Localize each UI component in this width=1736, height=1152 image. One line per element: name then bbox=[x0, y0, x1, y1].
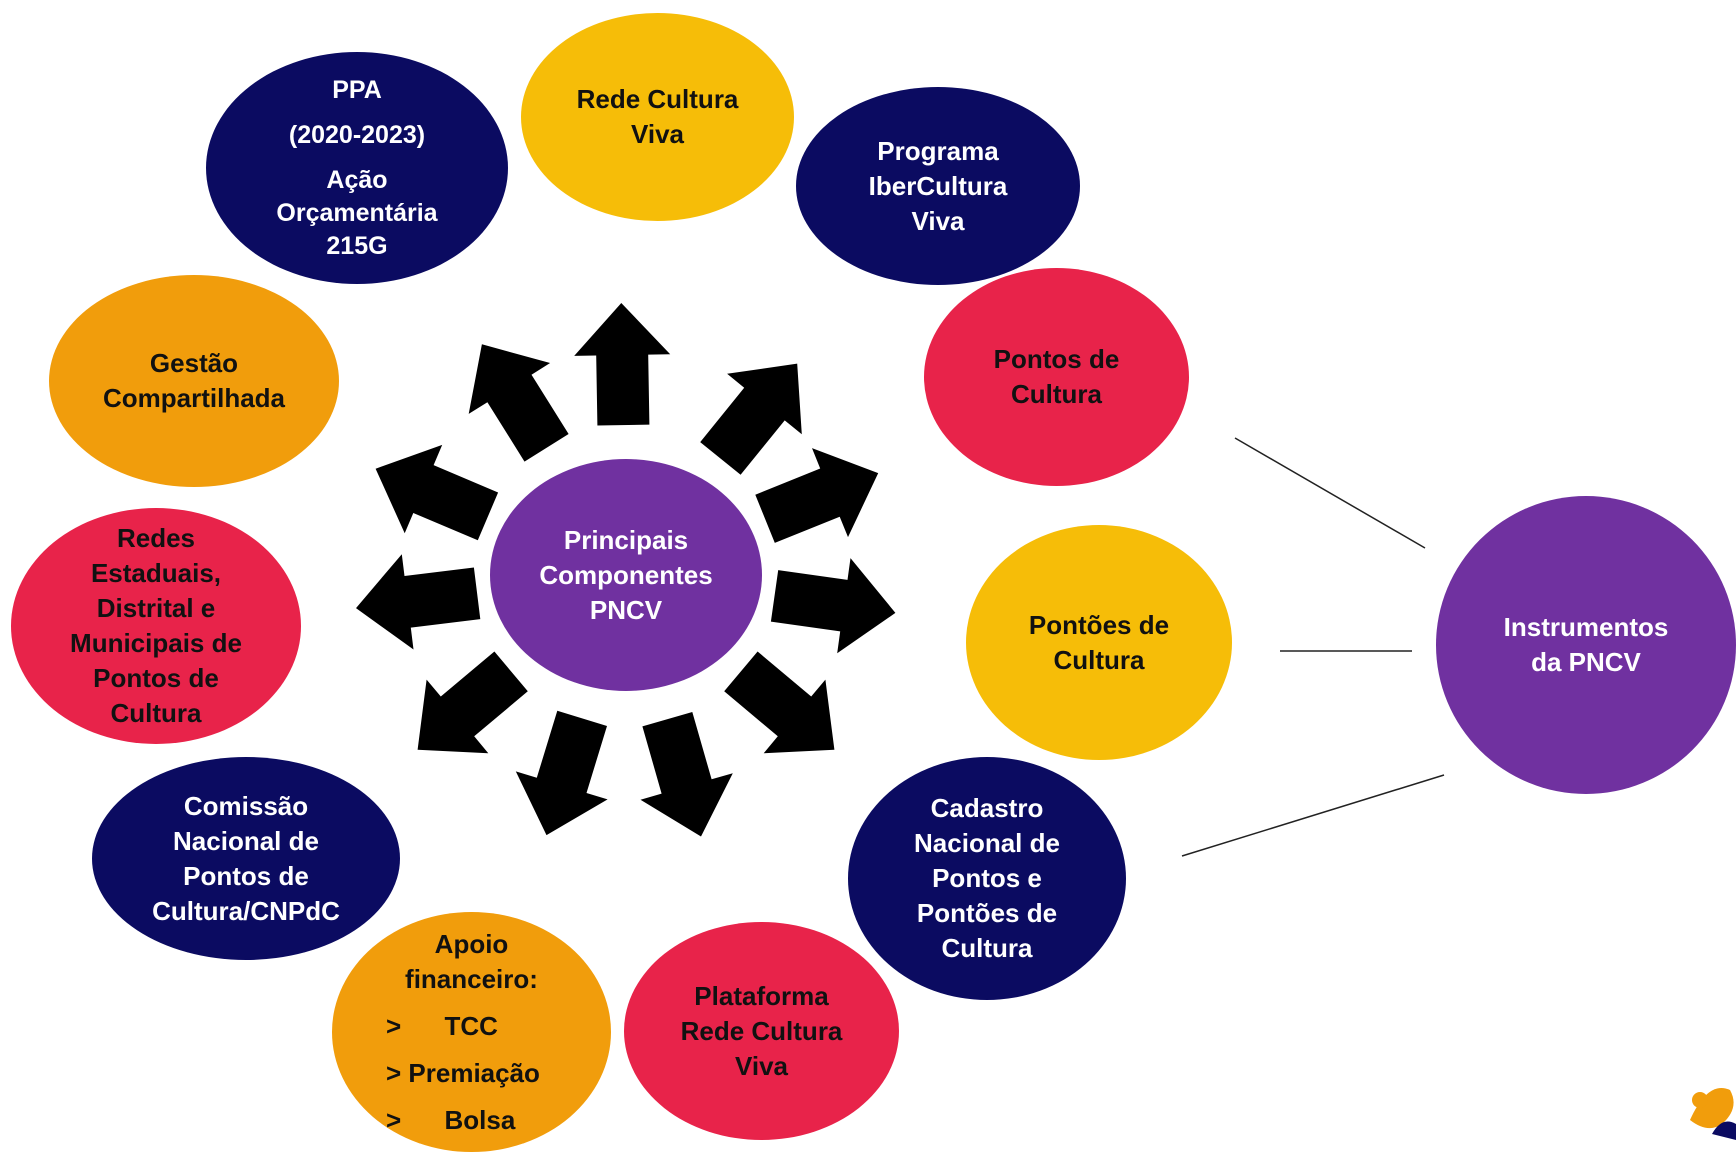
node-plataforma-line: Plataforma bbox=[694, 980, 829, 1011]
node-apoio-financeiro-item: > Bolsa bbox=[386, 1104, 516, 1135]
center-node: Principais Componentes PNCV bbox=[490, 459, 762, 691]
node-cadastro-nacional-line: Cadastro bbox=[930, 793, 1044, 823]
node-apoio-financeiro-item: > TCC bbox=[386, 1010, 498, 1041]
node-cadastro-nacional-line: Pontões de bbox=[916, 898, 1058, 928]
node-rede-cultura-viva: Rede Cultura Viva bbox=[521, 13, 794, 221]
node-ppa-line: 215G bbox=[326, 231, 388, 260]
node-apoio-financeiro-line: financeiro: bbox=[405, 963, 538, 994]
node-redes-estaduais-line: Municipais de bbox=[70, 628, 242, 658]
arrow-icon bbox=[724, 651, 835, 754]
node-apoio-financeiro: Apoio financeiro: > TCC > Premiação > Bo… bbox=[332, 912, 611, 1152]
node-redes-estaduais-line: Pontos de bbox=[93, 663, 219, 693]
node-ppa-line: PPA bbox=[332, 75, 382, 104]
arrow-icon bbox=[770, 558, 896, 654]
arrow-icon bbox=[574, 303, 671, 426]
node-instrumentos-line: da PNCV bbox=[1531, 647, 1641, 677]
node-pontos-de-cultura-line: Cultura bbox=[1011, 379, 1102, 409]
arrows-group bbox=[356, 303, 896, 837]
node-gestao-compartilhada-line: Gestão bbox=[149, 348, 239, 378]
node-comissao-line: Cultura/CNPdC bbox=[152, 895, 340, 926]
arrow-icon bbox=[417, 651, 528, 754]
node-gestao-compartilhada-line: Compartilhada bbox=[102, 383, 286, 413]
node-plataforma-line: Viva bbox=[734, 1050, 788, 1081]
node-ppa-line: Orçamentária bbox=[276, 198, 438, 227]
center-line: PNCV bbox=[589, 594, 663, 625]
node-gestao-compartilhada: Gestão Compartilhada bbox=[49, 275, 339, 487]
connector-line bbox=[1234, 437, 1426, 549]
node-ibercultura-line: IberCultura bbox=[868, 170, 1008, 201]
node-redes-estaduais-line: Distrital e bbox=[96, 593, 216, 623]
arrow-icon bbox=[700, 363, 802, 475]
node-ppa-line: Ação bbox=[326, 165, 388, 194]
arrow-icon bbox=[640, 712, 733, 837]
node-cadastro-nacional-line: Cultura bbox=[941, 933, 1033, 963]
node-pontoes-de-cultura: Pontões de Cultura bbox=[966, 525, 1232, 760]
node-pontos-de-cultura: Pontos de Cultura bbox=[924, 268, 1189, 486]
arrow-icon bbox=[755, 448, 879, 543]
arrow-icon bbox=[515, 710, 608, 836]
center-line: Componentes bbox=[539, 559, 713, 590]
node-comissao-line: Pontos de bbox=[183, 860, 309, 891]
connector-line bbox=[1181, 774, 1445, 857]
node-instrumentos-line: Instrumentos bbox=[1503, 612, 1669, 642]
arrow-icon bbox=[356, 554, 481, 650]
node-comissao: Comissão Nacional de Pontos de Cultura/C… bbox=[92, 757, 400, 960]
node-plataforma-line: Rede Cultura bbox=[680, 1015, 843, 1046]
node-pontoes-de-cultura-line: Pontões de bbox=[1028, 609, 1170, 640]
node-pontos-de-cultura-line: Pontos de bbox=[993, 344, 1120, 374]
node-ibercultura-line: Viva bbox=[911, 205, 965, 236]
node-cadastro-nacional-line: Nacional de bbox=[914, 828, 1060, 858]
arrow-icon bbox=[375, 444, 499, 541]
node-ibercultura: Programa IberCultura Viva bbox=[796, 87, 1080, 285]
center-line: Principais bbox=[563, 524, 689, 555]
node-rede-cultura-viva-line: Viva bbox=[630, 119, 684, 149]
node-comissao-line: Nacional de bbox=[173, 825, 319, 856]
node-redes-estaduais-line: Cultura bbox=[110, 698, 202, 728]
node-ppa-line: (2020-2023) bbox=[288, 120, 426, 149]
node-redes-estaduais: Redes Estaduais, Distrital e Municipais … bbox=[11, 508, 301, 744]
node-apoio-financeiro-line: Apoio bbox=[434, 928, 509, 959]
node-apoio-financeiro-item: > Premiação bbox=[386, 1057, 540, 1088]
node-cadastro-nacional: Cadastro Nacional de Pontos e Pontões de… bbox=[848, 757, 1126, 1000]
node-ibercultura-line: Programa bbox=[877, 135, 999, 166]
node-pontoes-de-cultura-line: Cultura bbox=[1053, 644, 1145, 675]
node-plataforma: Plataforma Rede Cultura Viva bbox=[624, 922, 899, 1140]
node-redes-estaduais-line: Estaduais, bbox=[90, 558, 222, 588]
node-instrumentos: Instrumentos da PNCV bbox=[1436, 496, 1736, 794]
arrow-icon bbox=[468, 344, 569, 462]
node-redes-estaduais-line: Redes bbox=[116, 523, 196, 553]
node-ppa: PPA (2020-2023) Ação Orçamentária 215G bbox=[206, 52, 508, 284]
node-comissao-line: Comissão bbox=[183, 790, 309, 821]
node-cadastro-nacional-line: Pontos e bbox=[932, 863, 1042, 893]
node-rede-cultura-viva-line: Rede Cultura bbox=[576, 84, 739, 114]
